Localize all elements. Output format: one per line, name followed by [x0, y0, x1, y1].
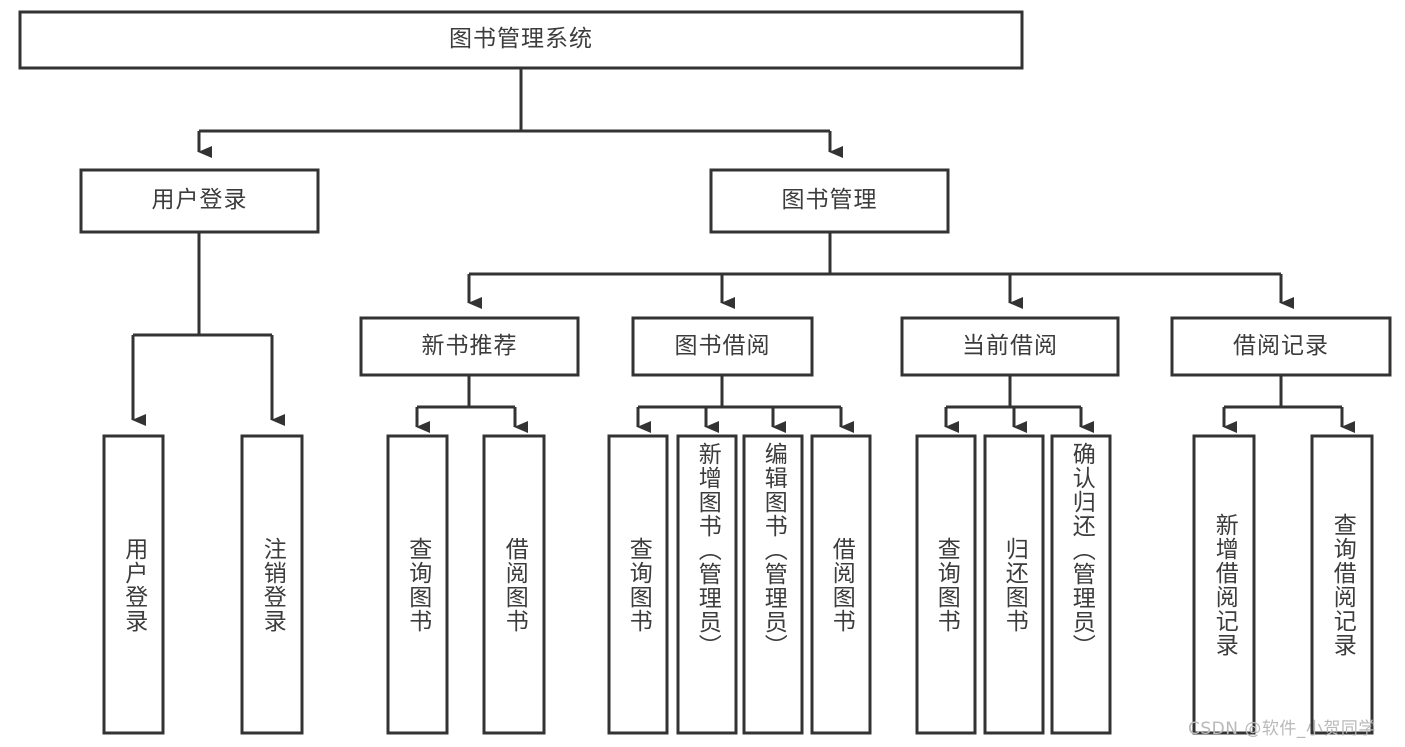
node-box-leaf-borrow-book-1[interactable] — [482, 434, 546, 735]
node-box-leaf-add-borrow-record[interactable] — [1192, 434, 1256, 735]
connector-user-login-to-leaves — [131, 232, 285, 426]
node-box-root[interactable] — [18, 10, 1024, 70]
node-box-leaf-confirm-return-admin[interactable] — [1050, 434, 1112, 735]
node-box-leaf-query-book-2[interactable] — [607, 434, 669, 735]
connector-book-borrow-to-leaves — [636, 375, 854, 433]
node-box-leaf-return-book[interactable] — [983, 434, 1045, 735]
connector-book-mgmt-to-level3 — [467, 232, 1294, 309]
node-box-leaf-query-borrow-record[interactable] — [1310, 434, 1374, 735]
node-box-leaf-user-login[interactable] — [102, 434, 165, 735]
node-box-new-book-recommend[interactable] — [359, 316, 580, 377]
node-box-leaf-add-book-admin[interactable] — [676, 434, 738, 735]
connector-root-to-level2 — [197, 68, 843, 158]
node-box-leaf-query-book-3[interactable] — [915, 434, 977, 735]
node-box-leaf-logout[interactable] — [240, 434, 304, 735]
node-box-leaf-borrow-book-2[interactable] — [810, 434, 872, 735]
node-box-user-login[interactable] — [79, 168, 320, 234]
connector-current-borrow-to-leaves — [944, 375, 1094, 433]
csdn-watermark: CSDN @软件_小贺同学 — [1188, 719, 1376, 739]
connector-new-book-to-leaves — [415, 375, 528, 433]
node-box-leaf-query-book-1[interactable] — [386, 434, 449, 735]
node-box-leaf-edit-book-admin[interactable] — [742, 434, 804, 735]
node-box-book-borrow[interactable] — [631, 316, 814, 377]
connector-borrow-record-to-leaves — [1222, 375, 1355, 433]
node-box-book-management[interactable] — [709, 168, 950, 234]
node-box-borrow-record[interactable] — [1170, 316, 1392, 377]
node-box-current-borrow[interactable] — [900, 316, 1120, 377]
